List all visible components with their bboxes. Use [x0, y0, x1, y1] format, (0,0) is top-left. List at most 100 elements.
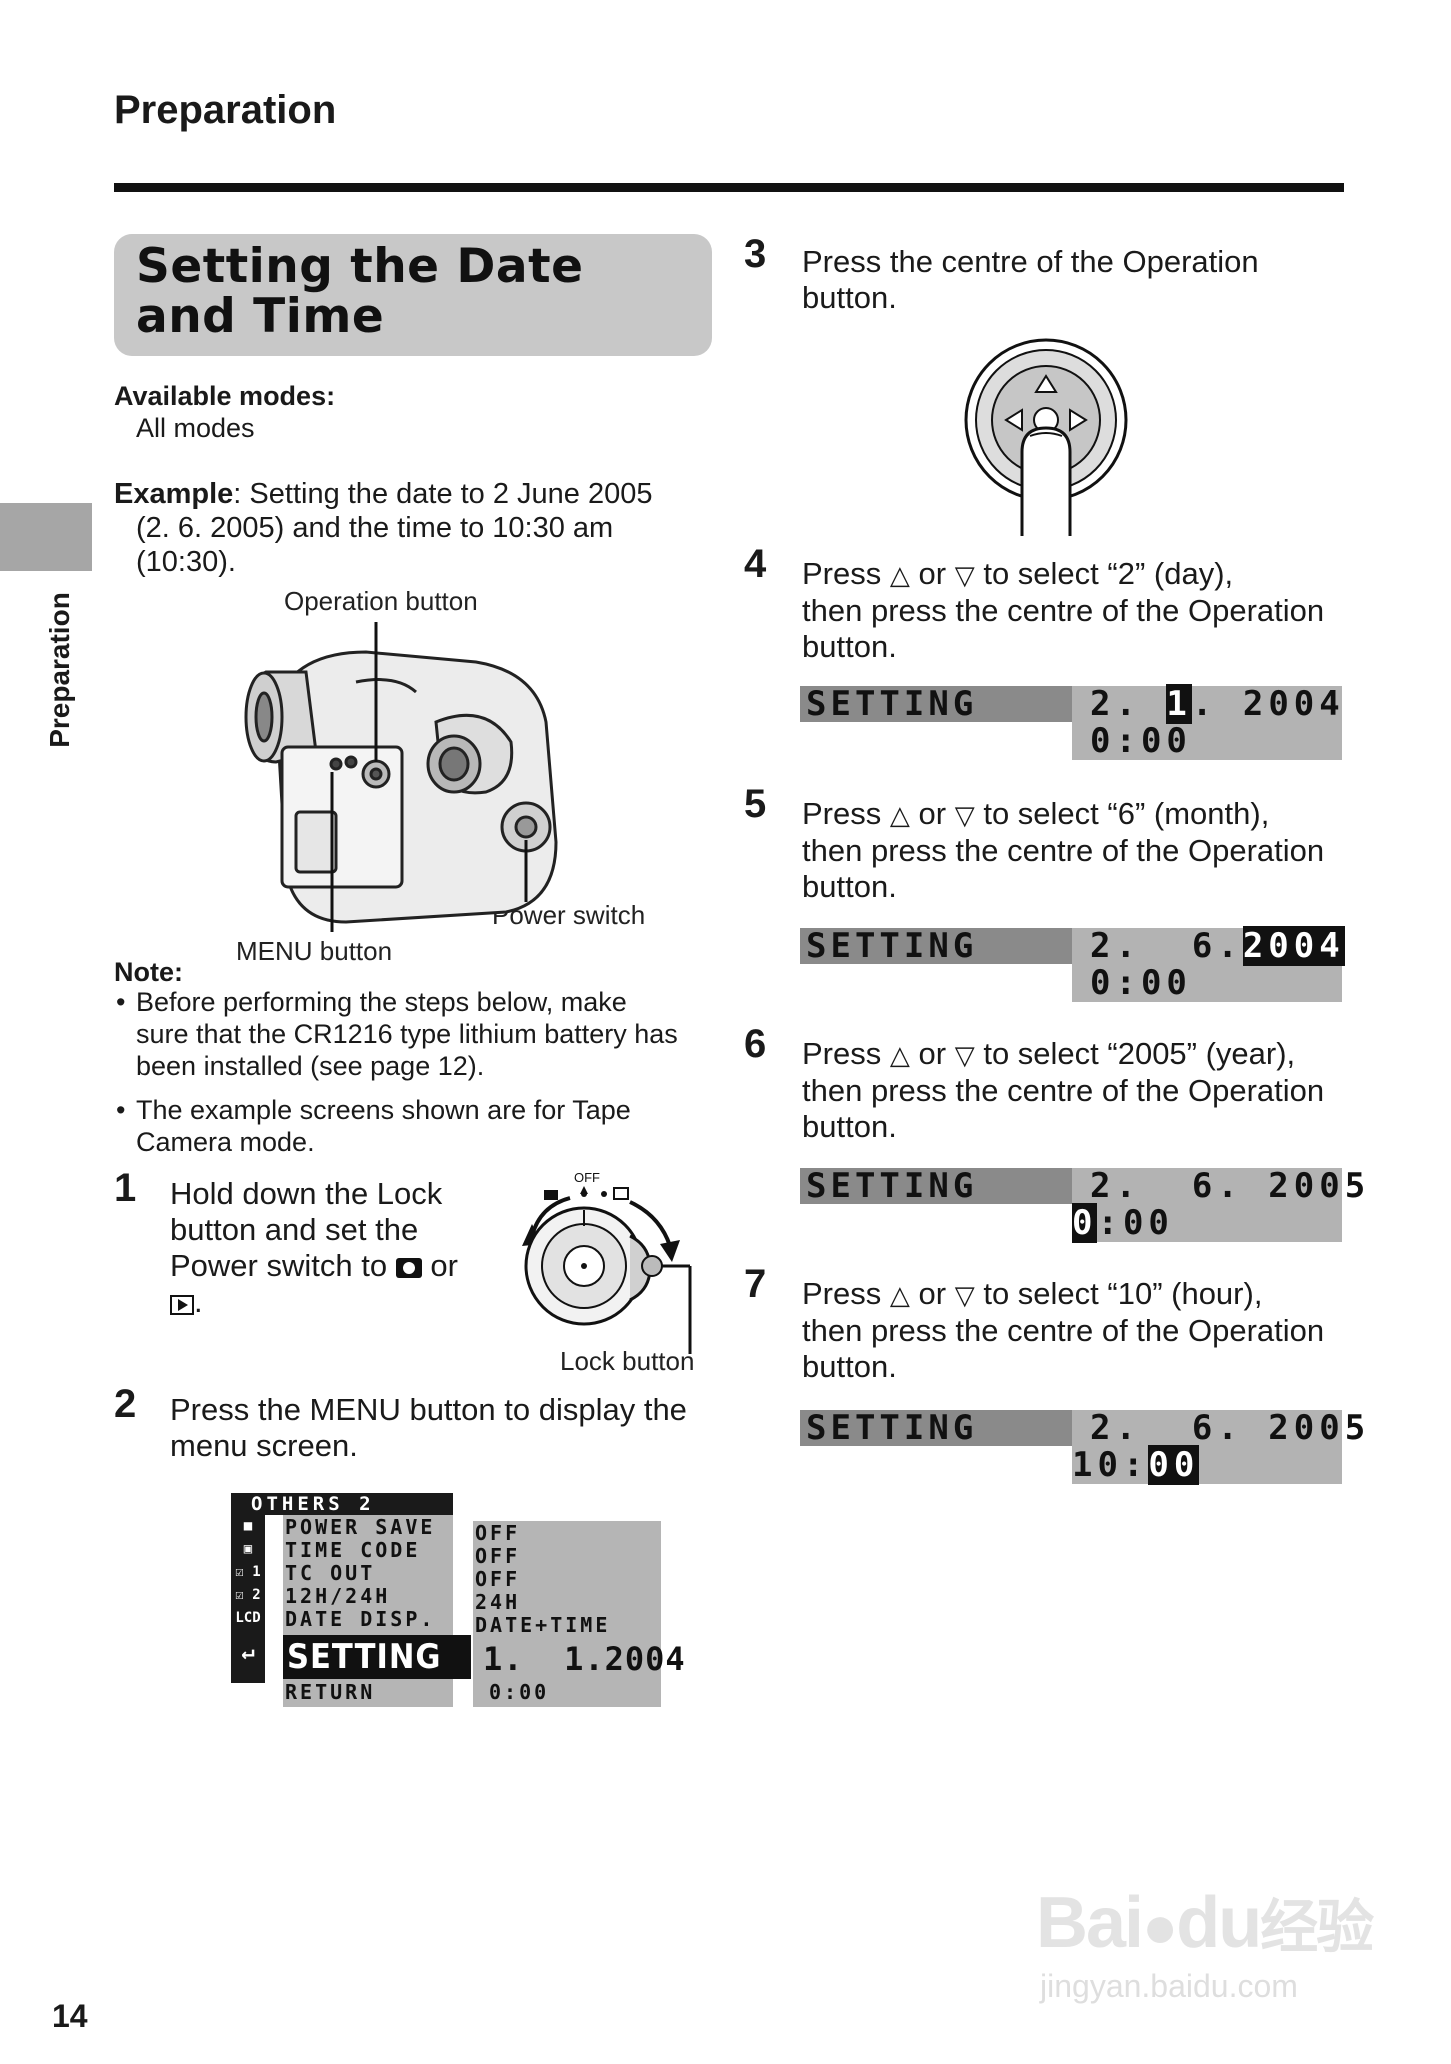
menu-row-value: OFF: [475, 1544, 521, 1568]
lcd-label-bar: SETTING: [800, 1410, 1072, 1446]
menu-header: OTHERS 2: [231, 1493, 453, 1515]
lock-button-label: Lock button: [560, 1346, 695, 1376]
lcd-label: SETTING: [806, 684, 978, 724]
menu-row-value: OFF: [475, 1521, 521, 1545]
lcd-time: 0:00: [1090, 723, 1192, 760]
step-6-text: Press △ or ▽ to select “2005” (year), th…: [802, 1036, 1324, 1145]
menu-row-value: OFF: [475, 1567, 521, 1591]
example-text-1: : Setting the date to 2 June 2005: [233, 478, 653, 510]
step-4-or: or: [918, 556, 947, 591]
lcd-label: SETTING: [806, 1166, 978, 1206]
example-line-1: Example: Setting the date to 2 June 2005: [114, 478, 653, 511]
up-arrow-icon: △: [889, 1280, 910, 1310]
step-2-number: 2: [114, 1382, 137, 1426]
lcd-date-pre: 2.: [1090, 684, 1167, 724]
up-arrow-icon: [1034, 374, 1058, 393]
available-modes-value: All modes: [136, 413, 255, 443]
watermark-logo: Bai●du经验: [1036, 1880, 1374, 1964]
step-4-text: Press △ or ▽ to select “2” (day), then p…: [802, 556, 1324, 665]
page-number: 14: [52, 1998, 88, 2034]
lcd-time-highlight: 0: [1072, 1203, 1098, 1243]
note-item-1: • Before performing the steps below, mak…: [116, 986, 678, 1082]
page-header-title: Preparation: [114, 88, 337, 132]
step-7-or: or: [918, 1276, 947, 1311]
example-line-2: (2. 6. 2005) and the time to 10:30 am: [136, 512, 614, 544]
menu-row-value: 24H: [475, 1590, 521, 1614]
lcd-icon: LCD: [235, 1610, 261, 1626]
step-3-line-1: Press the centre of the Operation: [802, 244, 1259, 279]
bullet-icon: •: [116, 987, 126, 1017]
step-5-number: 5: [744, 782, 767, 826]
lcd-screen-step-7: SETTING 2. 6. 2005 10:00: [800, 1410, 1365, 1485]
section-title-box: Setting the Date and Time: [114, 234, 712, 356]
step-1-number: 1: [114, 1166, 137, 1210]
lcd-screen-step-5: SETTING 2. 6.2004 0:00: [800, 926, 1345, 1002]
left-arrow-icon: [1004, 408, 1023, 432]
lcd-screen-step-4: SETTING 2. 1. 2004 0:00: [800, 684, 1342, 760]
lcd-screen-step-6: SETTING 2. 6. 2005 0:00: [800, 1168, 1365, 1243]
tape-camera-icon: ▣: [243, 1541, 253, 1557]
lcd-date: 2. 6. 2005: [1090, 1166, 1371, 1206]
lcd-time: 10:00: [1072, 1445, 1200, 1485]
lcd-label: SETTING: [806, 1408, 978, 1448]
available-modes-label: Available modes:: [114, 381, 336, 411]
menu-row-value: DATE+TIME: [475, 1613, 611, 1637]
note-item-1-line-3: been installed (see page 12).: [136, 1051, 485, 1081]
step-6-line-1: Press △ or ▽ to select “2005” (year),: [802, 1036, 1324, 1073]
lcd-label-bar: SETTING: [800, 686, 1072, 722]
step-3-number: 3: [744, 232, 767, 276]
lcd-time: 0:00: [1090, 965, 1192, 1002]
step-7-post: to select “10” (hour),: [983, 1276, 1263, 1311]
lcd-date-highlight: 1: [1166, 684, 1192, 724]
step-4-line-1: Press △ or ▽ to select “2” (day),: [802, 556, 1324, 593]
note-item-2-line-2: Camera mode.: [136, 1127, 315, 1157]
step-5-press: Press: [802, 796, 882, 831]
note-heading: Note:: [114, 957, 183, 987]
finger-icon: [1020, 426, 1072, 536]
return-icon: ↵: [241, 1640, 255, 1665]
lcd-time-post: :00: [1097, 1203, 1174, 1243]
check1-icon: ☑ 1: [235, 1564, 261, 1580]
lcd-value-box: 2. 1. 2004 0:00: [1072, 684, 1342, 760]
menu-row-label: POWER SAVE: [285, 1515, 436, 1539]
camera-mode-icon: [395, 1258, 422, 1278]
step-6-or: or: [918, 1036, 947, 1071]
step-7-text: Press △ or ▽ to select “10” (hour), then…: [802, 1276, 1324, 1385]
right-arrow-icon: [1069, 408, 1088, 432]
menu-selected-value: 1. 1.2004: [483, 1640, 686, 1678]
step-2-line-1: Press the MENU button to display the: [170, 1392, 687, 1427]
bullet-icon: •: [116, 1095, 126, 1125]
menu-time-value: 0:00: [489, 1680, 550, 1704]
lcd-value-box: 2. 6. 2005 10:00: [1072, 1410, 1365, 1485]
step-6-press: Press: [802, 1036, 882, 1071]
playback-mode-icon: [170, 1295, 194, 1315]
down-arrow-icon: ▽: [954, 1040, 975, 1070]
lcd-date: 2. 6.2004: [1090, 926, 1345, 966]
lcd-time-value: 0:00: [1090, 963, 1192, 1003]
step-4-post: to select “2” (day),: [983, 556, 1234, 591]
step-4-line-2: then press the centre of the Operation: [802, 593, 1325, 628]
lcd-label-bar: SETTING: [800, 1168, 1072, 1204]
side-tab-marker: [0, 503, 92, 571]
example-line-3: (10:30).: [136, 546, 236, 578]
step-4-press: Press: [802, 556, 882, 591]
watermark-url: jingyan.baidu.com: [1040, 1968, 1298, 2004]
step-5-line-2: then press the centre of the Operation: [802, 833, 1325, 868]
step-1-line-1: Hold down the Lock: [170, 1176, 443, 1211]
menu-value-column: [473, 1521, 661, 1707]
camcorder-illustration: [244, 622, 558, 932]
watermark-brand-2: du: [1176, 1883, 1262, 1963]
side-section-label: Preparation: [44, 592, 75, 748]
step-5-or: or: [918, 796, 947, 831]
step-5-line-1: Press △ or ▽ to select “6” (month),: [802, 796, 1324, 833]
operation-button-illustration: [964, 338, 1128, 536]
playback-icon: [613, 1187, 629, 1200]
step-1-line-4: .: [170, 1284, 458, 1320]
paw-icon: ●: [1142, 1893, 1178, 1960]
step-4-line-3: button.: [802, 629, 897, 664]
lcd-time-highlight: 00: [1148, 1445, 1200, 1485]
step-1-end: .: [194, 1284, 203, 1319]
lcd-date: 2. 6. 2005: [1090, 1408, 1371, 1448]
watermark-brand: Bai: [1036, 1883, 1144, 1963]
watermark-chinese: 经验: [1260, 1895, 1374, 1960]
